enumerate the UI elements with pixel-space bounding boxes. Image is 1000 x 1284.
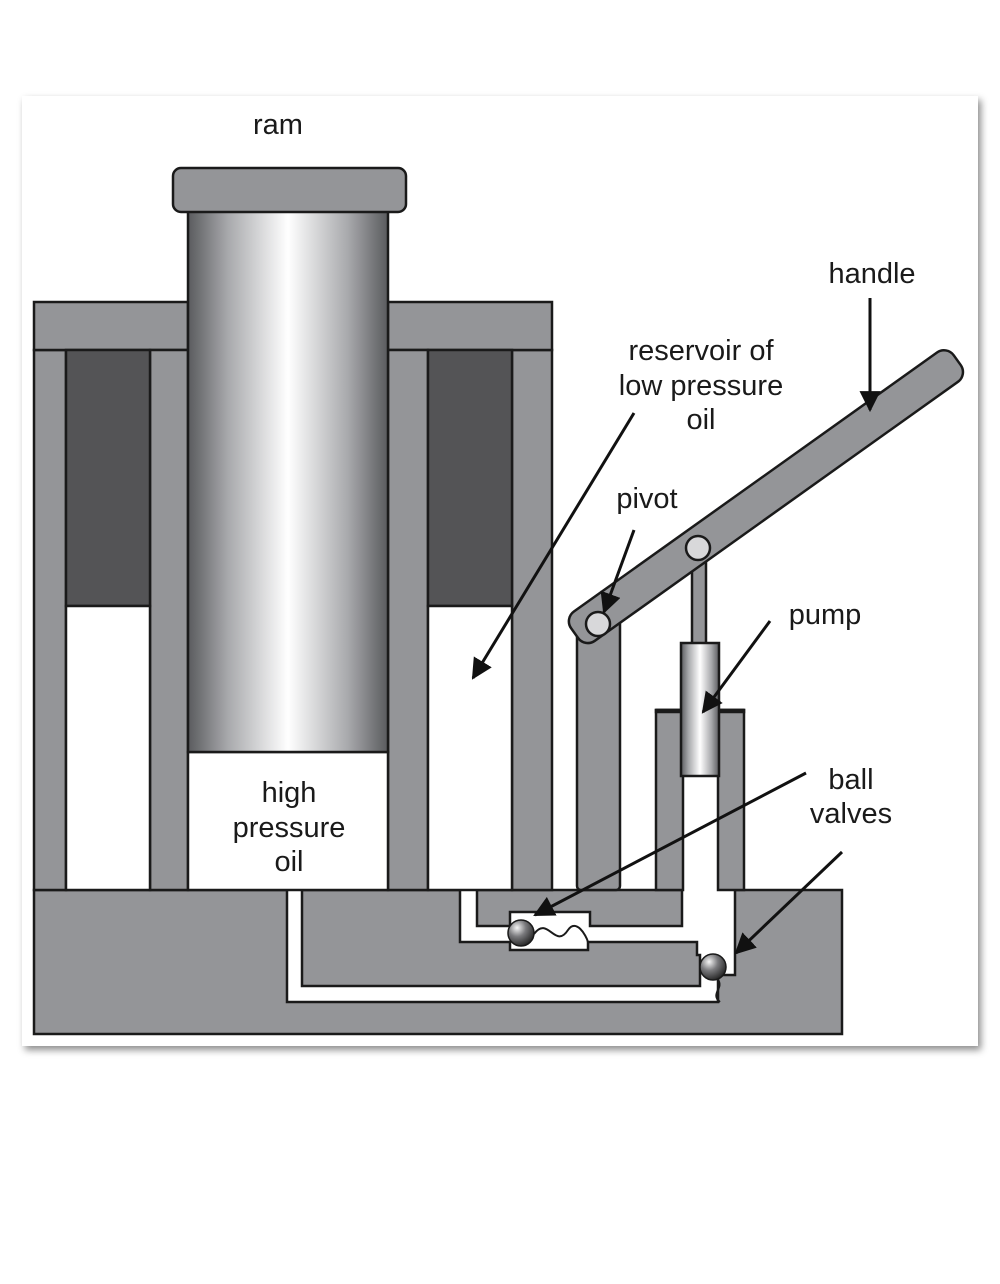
arrow-pump bbox=[701, 620, 772, 714]
arrow-ball-valve-1 bbox=[533, 771, 807, 917]
inner-wall-right bbox=[386, 348, 430, 892]
label-reservoir-line-3: oil bbox=[686, 404, 715, 436]
label-ball-valves-line-1: ball bbox=[828, 764, 873, 796]
pump-housing-right bbox=[716, 708, 746, 892]
valve-spring-2 bbox=[715, 979, 721, 1003]
reservoir-oil-right bbox=[426, 348, 514, 608]
reservoir-space-right bbox=[426, 604, 514, 892]
channel-upper-block bbox=[475, 888, 684, 928]
reservoir-space-left bbox=[64, 604, 152, 892]
arrow-pivot bbox=[600, 529, 636, 614]
outer-wall-right bbox=[510, 348, 554, 892]
arrow-ball-valve-2 bbox=[734, 850, 844, 955]
pump-piston bbox=[679, 641, 721, 778]
pivot-pin bbox=[584, 610, 612, 638]
valve-spring-1 bbox=[533, 924, 589, 943]
label-high-pressure-line-1: high bbox=[262, 777, 317, 809]
pump-housing-left bbox=[654, 708, 685, 892]
top-cap-left bbox=[32, 300, 190, 352]
pump-link-pin bbox=[684, 534, 712, 562]
label-pivot: pivot bbox=[616, 483, 677, 515]
label-reservoir-line-2: low pressure bbox=[619, 370, 783, 402]
label-pump: pump bbox=[789, 599, 862, 631]
ball-valve-1 bbox=[507, 919, 535, 947]
ram-cylinder bbox=[186, 208, 390, 754]
label-high-pressure-line-2: pressure bbox=[233, 812, 346, 844]
top-cap-right bbox=[386, 300, 554, 352]
inner-wall-left bbox=[148, 348, 190, 892]
label-high-pressure-line-3: oil bbox=[274, 846, 303, 878]
pivot-support bbox=[575, 608, 622, 892]
ram-cap bbox=[171, 166, 408, 214]
label-reservoir-line-1: reservoir of bbox=[628, 335, 774, 367]
outer-wall-left bbox=[32, 348, 68, 892]
label-ram: ram bbox=[253, 109, 303, 141]
label-ball-valves-line-2: valves bbox=[810, 798, 892, 830]
handle-lever bbox=[567, 349, 965, 645]
label-handle: handle bbox=[828, 258, 915, 290]
base-block bbox=[32, 888, 844, 1036]
high-pressure-chamber bbox=[186, 750, 390, 892]
arrow-reservoir bbox=[471, 412, 636, 680]
reservoir-oil-left bbox=[64, 348, 152, 608]
ball-valve-2 bbox=[699, 953, 727, 981]
